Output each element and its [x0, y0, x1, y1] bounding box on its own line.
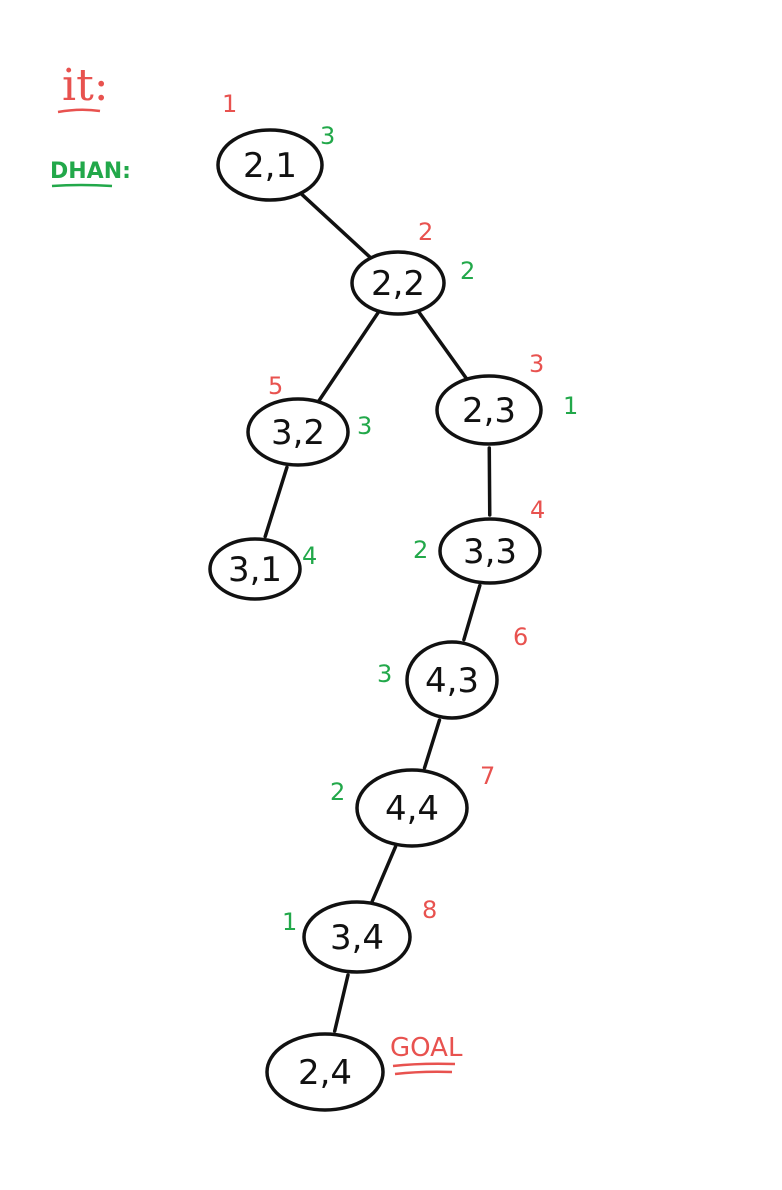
- tree-node-n22: 2,2 22: [350, 218, 475, 316]
- dhan-value-label: 4: [302, 542, 317, 570]
- tree-node-n33: 3,3 4 2: [413, 496, 545, 585]
- tree-edge-n34-n24: [332, 973, 350, 1033]
- tree-edge-n44-n34: [370, 844, 398, 903]
- dhan-value-label: 1: [282, 908, 297, 936]
- it-order-label: 4: [530, 496, 545, 524]
- tree-edge-n21-n22: [296, 189, 375, 262]
- node-circle: [355, 768, 469, 848]
- goal-label: GOAL: [390, 1033, 463, 1063]
- it-order-label: 8: [422, 896, 437, 924]
- it-order-label: 3: [529, 350, 544, 378]
- node-circle: [405, 640, 499, 720]
- node-circle: [216, 128, 324, 202]
- node-label: 4,3: [425, 661, 479, 701]
- dhan-value-label: 2: [460, 257, 475, 285]
- dhan-value-label: 3: [320, 122, 335, 150]
- node-circle: [438, 517, 542, 585]
- node-circle: [208, 537, 302, 601]
- legend-it-underline: [57, 108, 101, 114]
- tree-node-n24: 2,4: [265, 1032, 385, 1112]
- tree-edge-n22-n32: [316, 310, 381, 404]
- dhan-value-label: 1: [563, 392, 578, 420]
- node-label: 2,2: [371, 264, 425, 304]
- tree-node-n21: 2,11 3: [216, 90, 335, 202]
- legend-it-label: it:: [62, 60, 109, 111]
- it-order-label: 1: [222, 90, 237, 118]
- node-circle: [265, 1032, 385, 1112]
- dhan-value-label: 2: [413, 536, 428, 564]
- tree-node-n34: 3,4 8 1: [282, 896, 437, 974]
- tree-edge-n22-n23: [416, 309, 469, 381]
- tree-node-n23: 2,3 31: [435, 350, 578, 446]
- dhan-value-label: 3: [357, 412, 372, 440]
- node-circle: [246, 397, 350, 467]
- tree-edge-n32-n31: [263, 465, 289, 539]
- node-label: 3,1: [228, 550, 282, 590]
- legend-dhan-underline: [51, 183, 113, 188]
- dhan-value-label: 2: [330, 778, 345, 806]
- node-circle: [302, 900, 412, 974]
- it-order-label: 2: [418, 218, 433, 246]
- node-label: 2,1: [243, 146, 297, 186]
- tree-node-n32: 3,2 5 3: [246, 372, 372, 467]
- tree-edge-n33-n43: [462, 583, 482, 642]
- goal-underline-2: [394, 1070, 453, 1076]
- it-order-label: 5: [268, 372, 283, 400]
- goal-underline-1: [392, 1062, 456, 1068]
- node-circle: [350, 250, 446, 316]
- node-label: 2,4: [298, 1053, 352, 1093]
- legend-dhan-label: DHAN:: [50, 159, 131, 184]
- node-label: 3,2: [271, 413, 325, 453]
- dhan-value-label: 3: [377, 660, 392, 688]
- tree-edges: [263, 189, 492, 1033]
- node-label: 4,4: [385, 789, 439, 829]
- tree-edge-n43-n44: [422, 718, 442, 770]
- node-label: 3,4: [330, 918, 384, 958]
- node-circle: [435, 374, 543, 446]
- node-label: 3,3: [463, 532, 517, 572]
- it-order-label: 6: [513, 623, 528, 651]
- it-order-label: 7: [480, 762, 495, 790]
- node-label: 2,3: [462, 391, 516, 431]
- tree-node-n43: 4,3 6 3: [377, 623, 528, 720]
- tree-node-n44: 4,4 7 2: [330, 762, 495, 848]
